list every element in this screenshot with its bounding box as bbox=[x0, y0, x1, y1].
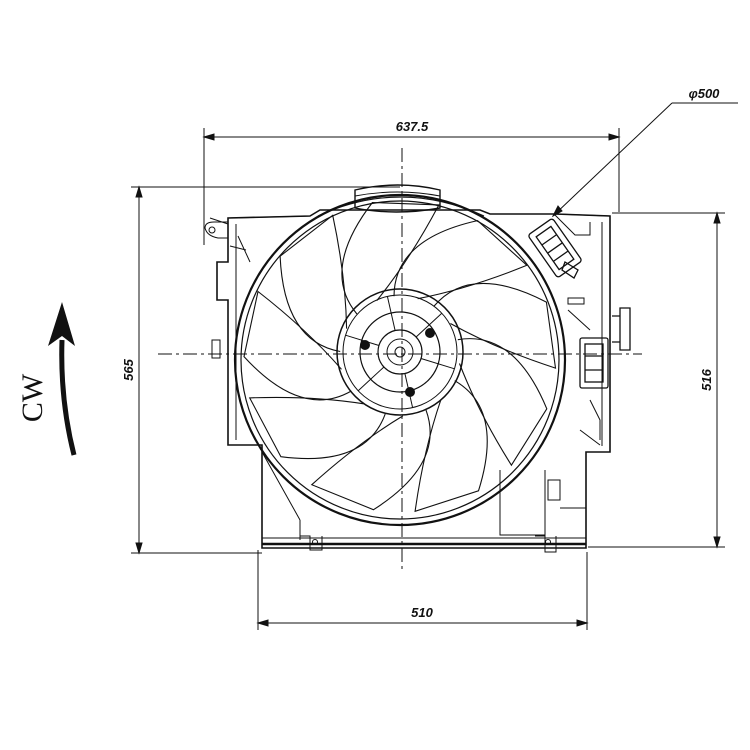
dimension-top-width-label: 637.5 bbox=[396, 119, 429, 134]
fan-blades bbox=[243, 201, 557, 513]
dimension-bottom-width-label: 510 bbox=[411, 605, 433, 620]
fan-blade bbox=[248, 396, 386, 460]
dimension-left-height-label: 565 bbox=[121, 358, 136, 380]
housing-details bbox=[204, 214, 601, 553]
controller-bracket bbox=[579, 307, 631, 389]
fan-blade bbox=[433, 282, 557, 369]
fan-blade bbox=[243, 290, 352, 401]
hub-rib bbox=[420, 358, 455, 370]
fan-hub bbox=[336, 288, 464, 416]
dimension-left-height bbox=[131, 185, 400, 555]
fan-blade bbox=[341, 201, 440, 315]
hub-rib bbox=[345, 334, 380, 346]
rotation-direction-label: CW bbox=[16, 373, 49, 422]
dimension-bottom-width bbox=[256, 550, 589, 630]
fan-blade bbox=[310, 409, 431, 511]
fan-ring bbox=[233, 193, 567, 527]
hub-rib bbox=[404, 373, 414, 408]
hub-rib bbox=[415, 312, 443, 338]
dimension-fan-diameter bbox=[551, 102, 738, 218]
rotation-arrow-icon bbox=[48, 302, 77, 456]
dimension-fan-diameter-label: φ500 bbox=[689, 86, 721, 101]
center-lines bbox=[158, 148, 642, 572]
electrical-connector bbox=[528, 218, 582, 279]
hub-rib bbox=[386, 296, 396, 331]
dimension-right-height-label: 516 bbox=[699, 368, 714, 390]
tank-cap bbox=[354, 184, 441, 213]
hub-rib bbox=[357, 366, 385, 392]
dimension-right-height bbox=[588, 211, 725, 549]
fan-blade bbox=[414, 380, 488, 513]
